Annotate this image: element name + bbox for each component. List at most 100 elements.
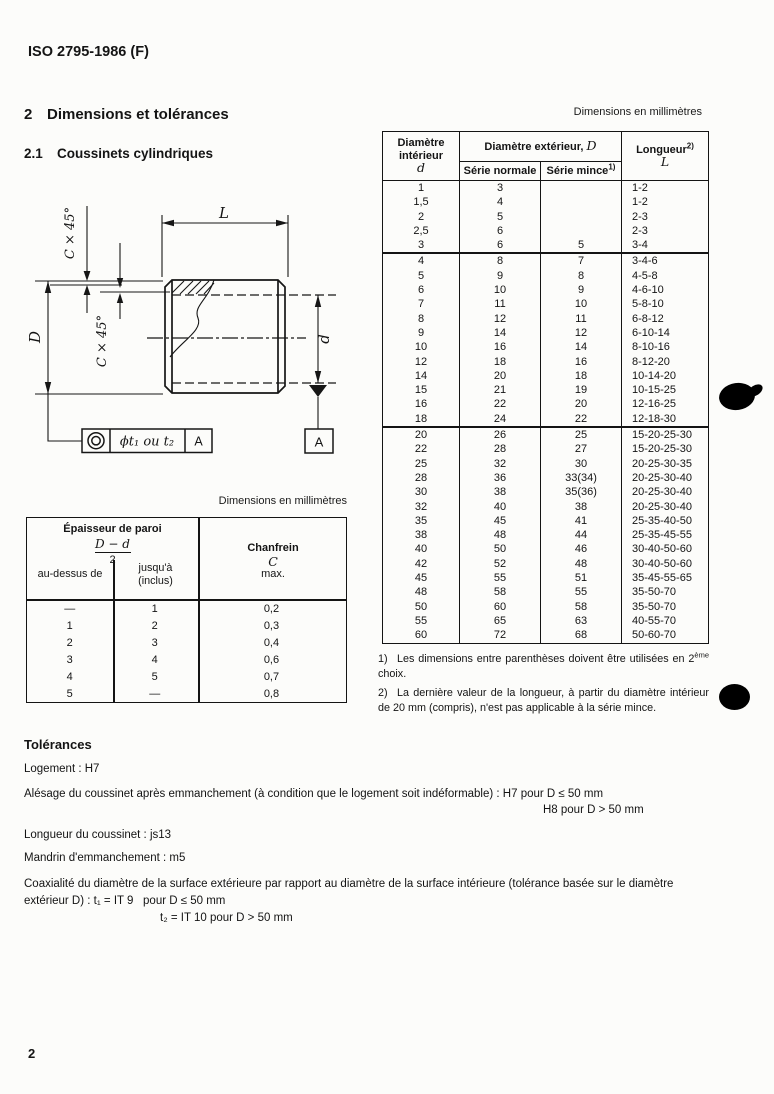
header-text: max. — [261, 568, 285, 580]
tolerance-alesage-line2: H8 pour D > 50 mm — [543, 804, 644, 816]
table-cell: 35 — [382, 513, 460, 529]
arrowhead-up-icon — [116, 293, 124, 303]
table-cell: 5 — [151, 671, 158, 684]
table-cell: 48 — [459, 528, 541, 543]
footnote-text: Les dimensions entre parenthèses doivent… — [397, 652, 695, 665]
table-cell: 12-18-30 — [621, 411, 709, 428]
break-line — [169, 279, 215, 358]
table-cell: 3-4 — [621, 238, 709, 254]
table-cell: 5 — [540, 238, 622, 254]
table-cell: 4-5-8 — [621, 268, 709, 284]
table-row: 5—0,8 — [27, 686, 346, 703]
table-cell: 6 — [382, 283, 460, 298]
table-cell: 16 — [540, 354, 622, 369]
table-cell: 55 — [459, 571, 541, 586]
table-cell: 22 — [459, 397, 541, 412]
table-cell: 1-2 — [621, 180, 709, 196]
datum-box — [304, 428, 334, 454]
table-cell — [540, 223, 622, 239]
dimensions-table: Diamètre intérieur d Diamètre extérieur,… — [382, 131, 709, 644]
table-cell: 22 — [540, 411, 622, 428]
table-cell: 15-20-25-30 — [621, 426, 709, 443]
table-cell: 11 — [459, 297, 541, 312]
table-cell: 18 — [382, 411, 460, 428]
table-cell: 9 — [540, 283, 622, 298]
table-cell: 51 — [540, 571, 622, 586]
table-cell: 28 — [382, 470, 460, 486]
footnote-text: La dernière valeur de la longueur, à par… — [378, 686, 709, 715]
table-cell: 4-6-10 — [621, 283, 709, 298]
col-header-chamfer: Chanfrein C max. — [198, 542, 348, 581]
table-cell: 9 — [459, 268, 541, 284]
table-cell: 6-10-14 — [621, 325, 709, 341]
table-cell: 12-16-25 — [621, 397, 709, 412]
table-cell: 30-40-50-60 — [621, 542, 709, 557]
arrowhead-up-icon — [83, 285, 91, 295]
tolerance-coaxialite-line2: extérieur D) : t₁ = IT 9 pour D ≤ 50 mm — [24, 895, 226, 907]
wall-table-caption: Dimensions en millimètres — [218, 495, 347, 507]
table-cell: 40 — [382, 542, 460, 557]
col-header-inner-diameter: Diamètre intérieur d — [382, 131, 460, 181]
table-cell: 21 — [459, 383, 541, 398]
tolerances-heading: Tolérances — [24, 737, 92, 752]
table-cell: 50-60-70 — [621, 628, 709, 643]
table-cell: 19 — [540, 383, 622, 398]
table-cell: 48 — [540, 556, 622, 572]
table-cell: 6 — [459, 223, 541, 239]
ink-blot-1 — [717, 380, 757, 413]
tolerance-mandrin: Mandrin d'emmanchement : m5 — [24, 852, 186, 864]
wall-fraction: D − d 2 — [27, 538, 198, 566]
fcf-tolerance-value: ϕt₁ ou t₂ — [120, 435, 174, 450]
table-cell: 45 — [382, 571, 460, 586]
table-cell: 24 — [459, 411, 541, 428]
col-header-above: au-dessus de — [37, 568, 103, 580]
subsection-number: 2.1 — [24, 146, 43, 161]
arrowhead-up-icon — [314, 295, 322, 307]
table-cell: 4 — [66, 671, 73, 684]
table-cell: — — [64, 603, 76, 615]
table-cell: 0,4 — [263, 637, 280, 650]
table-divider — [198, 518, 200, 702]
table-cell: 9 — [382, 325, 460, 341]
table-cell: 20-25-30-40 — [621, 485, 709, 500]
table-cell: 3-4-6 — [621, 252, 709, 269]
table-cell: 2-3 — [621, 223, 709, 239]
header-text: Longueur — [636, 143, 687, 156]
fraction-numerator: D − d — [95, 537, 130, 551]
table-cell: 18 — [459, 354, 541, 369]
table-cell: 10-14-20 — [621, 368, 709, 384]
table-divider — [27, 599, 346, 601]
table-cell: 55 — [540, 585, 622, 600]
table-cell: 60 — [459, 599, 541, 614]
table-cell: 38 — [382, 528, 460, 543]
table-cell: 2,5 — [382, 223, 460, 239]
table-cell: 35-50-70 — [621, 599, 709, 614]
arrowhead-down-icon — [314, 371, 322, 383]
table-cell: 48 — [382, 585, 460, 600]
table-cell: 26 — [459, 426, 541, 443]
table-cell: 1-2 — [621, 195, 709, 210]
tolerance-coaxialite-line3: t₂ = IT 10 pour D > 50 mm — [160, 912, 293, 924]
table-cell: 8-12-20 — [621, 354, 709, 369]
table-cell: 0,6 — [263, 654, 280, 667]
table-cell: 32 — [382, 499, 460, 514]
footnote-text: choix. — [378, 668, 407, 681]
table-cell: 35-45-55-65 — [621, 571, 709, 586]
tolerance-longueur: Longueur du coussinet : js13 — [24, 829, 172, 841]
table-cell: 40-55-70 — [621, 613, 709, 629]
table-cell: 1 — [382, 180, 460, 196]
table-cell: 8 — [540, 268, 622, 284]
table-cell: 12 — [382, 354, 460, 369]
table-cell: 3 — [459, 180, 541, 196]
table-cell: 68 — [540, 628, 622, 643]
